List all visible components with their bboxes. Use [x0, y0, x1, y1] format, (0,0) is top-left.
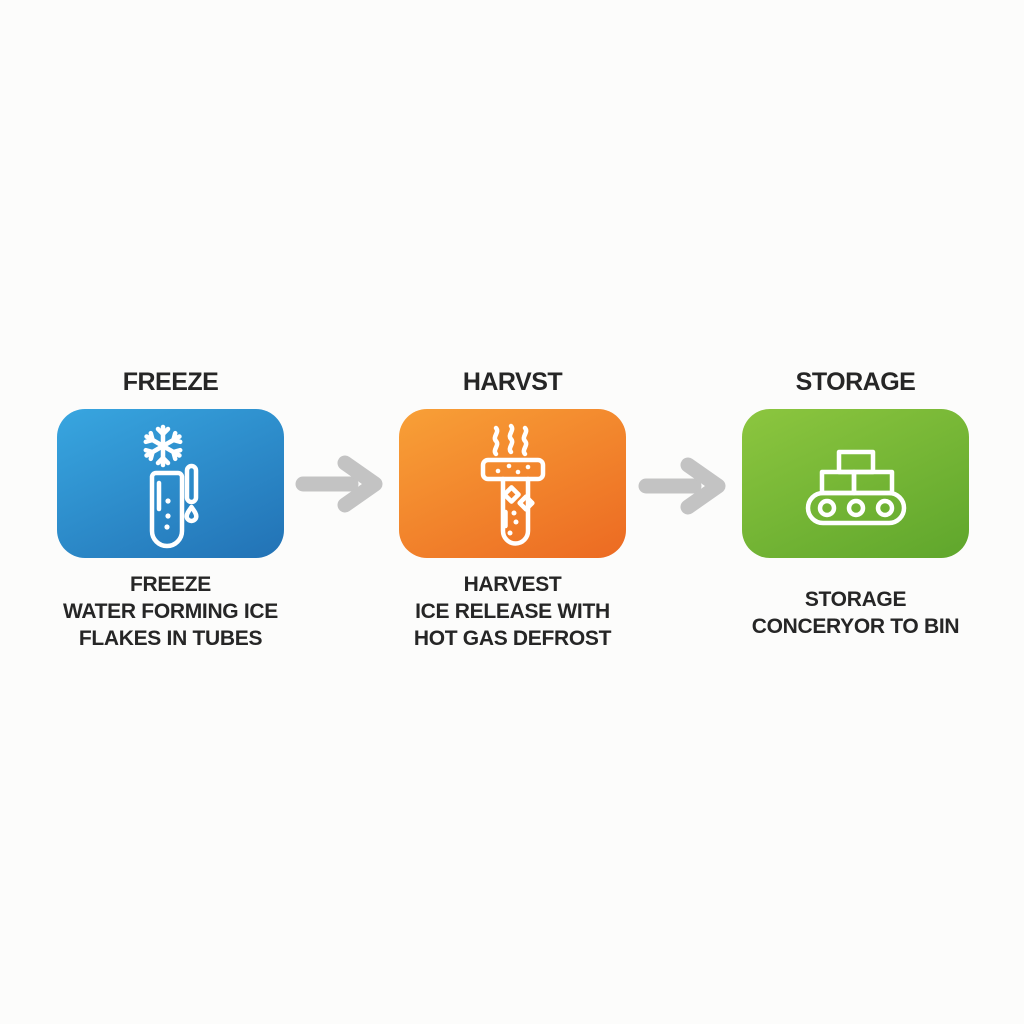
- harvest-caption: HARVEST ICE RELEASE WITH HOT GAS DEFROST: [413, 571, 612, 652]
- freeze-title: FREEZE: [122, 368, 219, 396]
- right-arrow-icon: [295, 455, 383, 513]
- caption-line: FREEZE: [129, 573, 212, 596]
- conveyor-belt-icon: [805, 449, 906, 526]
- storage-tile: [742, 409, 969, 558]
- caption-line: HOT GAS DEFROST: [413, 627, 612, 650]
- snowflake-test-tube-icon: [126, 424, 199, 549]
- steaming-tube-icon: [480, 423, 545, 546]
- step-harvest: HARVST: [399, 368, 626, 652]
- harvest-title: HARVST: [462, 368, 563, 396]
- caption-line: FLAKES IN TUBES: [78, 627, 263, 650]
- step-freeze: FREEZE: [57, 368, 284, 652]
- caption-line: ICE RELEASE WITH: [415, 600, 610, 623]
- caption-line: WATER FORMING ICE: [62, 600, 278, 623]
- freeze-caption: FREEZE WATER FORMING ICE FLAKES IN TUBES: [63, 571, 278, 652]
- freeze-tile: [57, 409, 284, 558]
- harvest-tile: [399, 409, 626, 558]
- right-arrow-icon: [638, 457, 726, 515]
- storage-caption: STORAGE CONCERYOR TO BIN: [752, 586, 960, 640]
- caption-line: CONCERYOR TO BIN: [751, 615, 960, 638]
- storage-title: STORAGE: [795, 368, 916, 396]
- step-storage: STORAGE STORAGE CONCERYOR TO BIN: [742, 368, 969, 640]
- caption-line: HARVEST: [463, 573, 562, 596]
- caption-line: STORAGE: [804, 588, 907, 611]
